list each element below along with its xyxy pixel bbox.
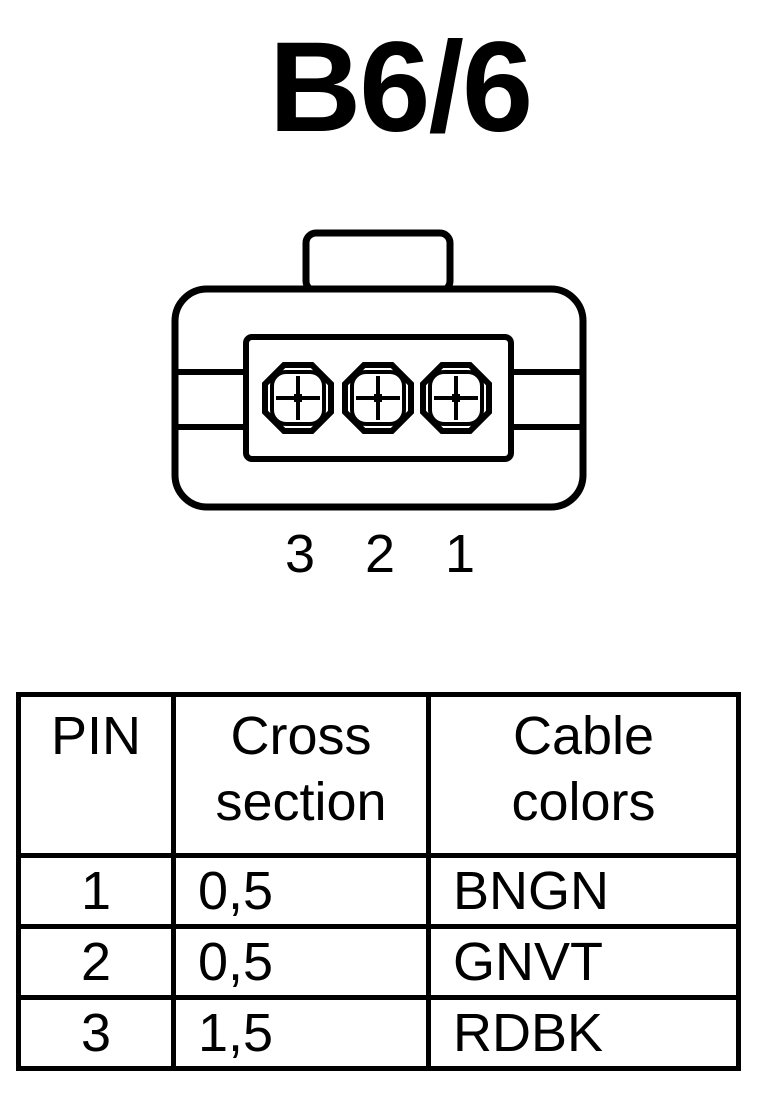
header-color-line1: Cable [512, 706, 655, 766]
cell-cross-section: 1,5 [171, 995, 431, 1071]
cell-cable-color: GNVT [426, 924, 741, 1000]
header-cross-line2: section [215, 772, 387, 832]
pin-number-label: 3 [284, 524, 316, 584]
table-row: 1 0,5 BNGN [16, 853, 741, 929]
header-cable-colors: Cable colors [426, 692, 741, 858]
pin-number-label: 1 [444, 524, 476, 584]
connector-latch [302, 229, 454, 295]
cell-cable-color: RDBK [426, 995, 741, 1071]
connector-title: B6/6 [268, 16, 533, 159]
table-row: 2 0,5 GNVT [16, 924, 741, 1000]
header-color-line2: colors [511, 772, 656, 832]
header-cross-line1: Cross [230, 706, 372, 766]
cell-pin: 3 [16, 995, 176, 1071]
header-cross-section: Cross section [171, 692, 431, 858]
pin-assignment-table: PIN Cross section Cable colors 1 0,5 BNG… [16, 692, 741, 1071]
cell-pin: 2 [16, 924, 176, 1000]
pin-cavity-2 [342, 362, 414, 434]
cell-cross-section: 0,5 [171, 924, 431, 1000]
table-header-row: PIN Cross section Cable colors [16, 692, 741, 858]
cell-pin: 1 [16, 853, 176, 929]
cell-cross-section: 0,5 [171, 853, 431, 929]
cell-cable-color: BNGN [426, 853, 741, 929]
table-row: 3 1,5 RDBK [16, 995, 741, 1071]
connector-diagram [171, 229, 587, 511]
pin-cavity-1 [420, 362, 492, 434]
pin-cavity-3 [262, 362, 334, 434]
header-pin-label: PIN [50, 706, 142, 766]
header-pin: PIN [16, 692, 176, 858]
pin-number-label: 2 [364, 524, 396, 584]
